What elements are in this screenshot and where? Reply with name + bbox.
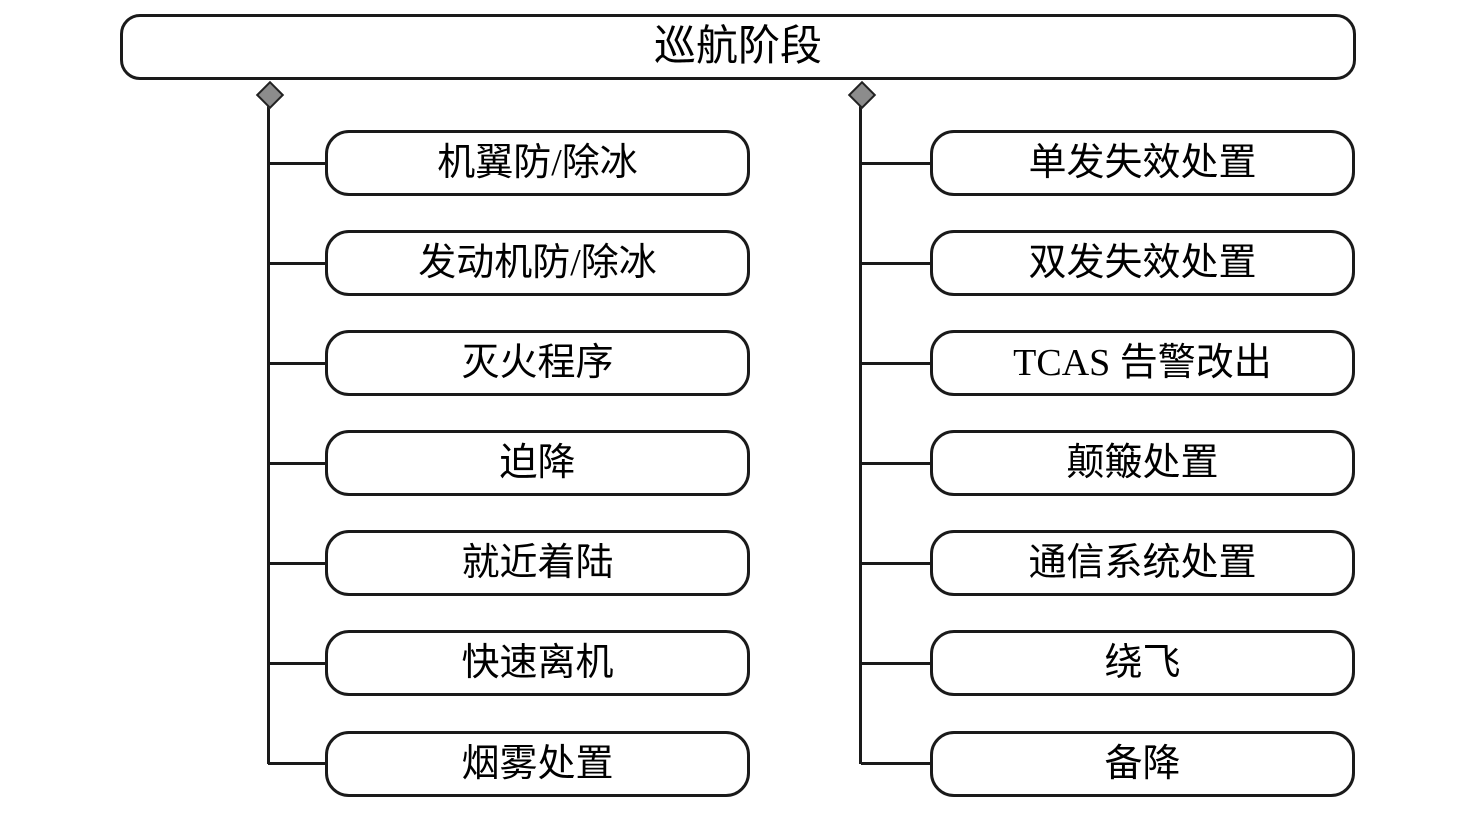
root-node-cruise-phase: 巡航阶段 [120,14,1356,80]
node-label: 通信系统处置 [1028,542,1257,584]
node-smoke-handling: 烟雾处置 [325,731,750,797]
left-connector-line-6 [268,662,325,665]
right-branch-vertical-line [859,93,862,764]
right-connector-line-3 [861,362,930,365]
left-connector-line-5 [268,562,325,565]
node-label: 快速离机 [461,642,614,684]
node-rapid-evacuation: 快速离机 [325,630,750,696]
node-label: 迫降 [499,442,576,484]
node-label: 就近着陆 [461,542,614,584]
node-forced-landing: 迫降 [325,430,750,496]
node-label: TCAS 告警改出 [1013,342,1272,384]
left-branch-diamond-icon [255,80,285,110]
node-tcas-warning-recovery: TCAS 告警改出 [930,330,1355,396]
node-label: 双发失效处置 [1028,242,1257,284]
left-connector-line-1 [268,162,325,165]
node-dual-engine-failure: 双发失效处置 [930,230,1355,296]
right-connector-line-7 [861,762,930,765]
node-nearby-landing: 就近着陆 [325,530,750,596]
right-connector-line-2 [861,262,930,265]
left-connector-line-2 [268,262,325,265]
node-detour-flight: 绕飞 [930,630,1355,696]
root-node-label: 巡航阶段 [653,24,822,70]
left-branch-vertical-line [267,93,270,764]
node-label: 烟雾处置 [461,743,614,785]
node-label: 备降 [1104,743,1181,785]
right-connector-line-1 [861,162,930,165]
node-single-engine-failure: 单发失效处置 [930,130,1355,196]
node-alternate-landing: 备降 [930,731,1355,797]
right-branch-diamond-icon [847,80,877,110]
node-wing-anti-deicing: 机翼防/除冰 [325,130,750,196]
node-turbulence-handling: 颠簸处置 [930,430,1355,496]
node-engine-anti-deicing: 发动机防/除冰 [325,230,750,296]
left-connector-line-7 [268,762,325,765]
node-fire-extinguishing-procedure: 灭火程序 [325,330,750,396]
node-comm-system-handling: 通信系统处置 [930,530,1355,596]
node-label: 单发失效处置 [1028,142,1257,184]
node-label: 灭火程序 [461,342,614,384]
right-connector-line-6 [861,662,930,665]
node-label: 发动机防/除冰 [418,242,657,284]
right-connector-line-5 [861,562,930,565]
node-label: 机翼防/除冰 [437,142,638,184]
node-label: 颠簸处置 [1066,442,1219,484]
left-connector-line-4 [268,462,325,465]
left-connector-line-3 [268,362,325,365]
node-label: 绕飞 [1104,642,1181,684]
right-connector-line-4 [861,462,930,465]
